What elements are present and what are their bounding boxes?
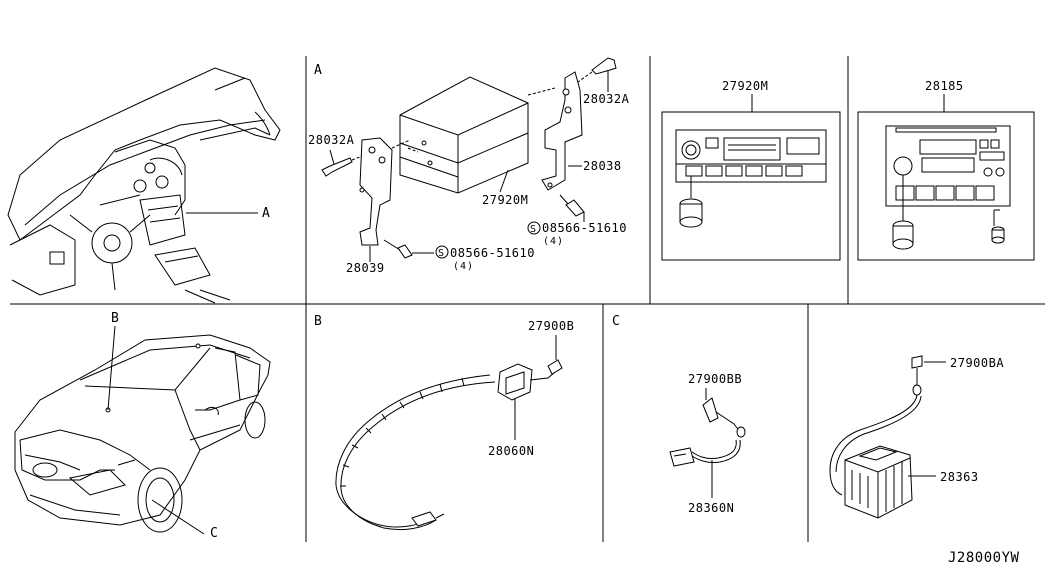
dashboard-illustration <box>7 67 281 304</box>
svg-text:S: S <box>530 224 537 235</box>
screw-symbol-right: S <box>527 221 541 235</box>
part-label-28032a-left: 28032A <box>308 133 355 147</box>
noise-filter-28363 <box>829 355 923 519</box>
detail-frame-28185 <box>857 111 1035 261</box>
part-label-08566-51610-left: 08566-51610 <box>450 246 535 260</box>
section-label-b: B <box>314 314 322 329</box>
antenna-cable-assembly <box>335 359 563 531</box>
part-label-28060n: 28060N <box>488 444 534 458</box>
section-label-c: C <box>612 314 620 329</box>
callout-label-c: C <box>210 526 218 541</box>
qty-label-right: (4) <box>543 236 564 247</box>
leader-28032a-left <box>329 149 335 165</box>
callout-label-a: A <box>262 206 270 221</box>
screw-symbol-left: S <box>435 245 449 259</box>
ground-cable-28360n <box>669 397 746 467</box>
diagram-code: J28000YW <box>948 550 1020 566</box>
qty-label-left: (4) <box>453 261 474 272</box>
part-label-28039: 28039 <box>346 261 385 275</box>
callout-line-c <box>151 499 205 535</box>
callout-label-b: B <box>111 311 119 326</box>
part-label-27920m-head: 27920M <box>722 79 768 93</box>
part-label-28360n: 28360N <box>688 501 734 515</box>
part-label-27900b: 27900B <box>528 319 574 333</box>
part-label-28363: 28363 <box>940 470 979 484</box>
head-unit-28185 <box>885 125 1011 250</box>
part-label-08566-51610-right: 08566-51610 <box>542 221 627 235</box>
callout-line-b <box>107 325 116 411</box>
part-label-28185: 28185 <box>925 79 964 93</box>
head-unit-27920m <box>675 129 827 228</box>
detail-frame-27920m <box>661 111 841 261</box>
leader-27920m <box>499 169 509 193</box>
section-label-a: A <box>314 63 322 78</box>
panel-grid <box>10 56 1045 542</box>
part-label-27920m: 27920M <box>482 193 528 207</box>
audio-unit-assembly <box>321 57 617 259</box>
part-label-27900ba: 27900BA <box>950 356 1004 370</box>
svg-text:S: S <box>438 248 445 259</box>
part-label-28038: 28038 <box>583 159 622 173</box>
part-label-28032a-right: 28032A <box>583 92 630 106</box>
car-illustration <box>14 334 271 533</box>
part-label-27900bb: 27900BB <box>688 372 742 386</box>
